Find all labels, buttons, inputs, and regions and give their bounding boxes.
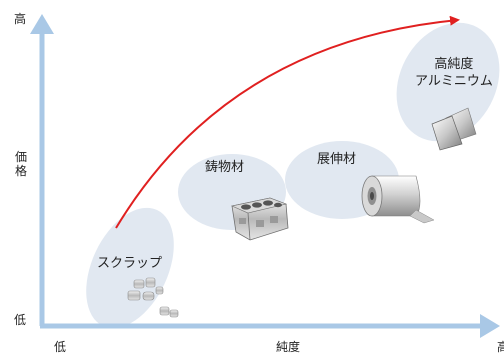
x-axis-title: 純度 xyxy=(276,340,301,354)
aluminum-sheet-plates-icon xyxy=(431,107,477,151)
stage-label-high-purity: 高純度 アルミニウム xyxy=(415,57,493,89)
x-axis-low-label: 低 xyxy=(54,340,67,354)
y-axis xyxy=(30,14,54,326)
aluminum-foil-roll-icon xyxy=(361,175,435,224)
stage-label-wrought: 展伸材 xyxy=(317,152,357,167)
stage-ellipse-high-purity xyxy=(396,22,500,142)
x-axis xyxy=(40,314,500,338)
y-axis-high-label: 高 xyxy=(14,12,27,26)
scrap-metal-pieces-icon xyxy=(127,277,179,318)
y-axis-low-label: 低 xyxy=(14,313,27,327)
y-axis-title: 価格 xyxy=(14,150,27,178)
stage-label-scrap: スクラップ xyxy=(97,256,163,271)
stage-label-casting: 鋳物材 xyxy=(205,160,245,175)
x-axis-high-label: 高 xyxy=(497,340,504,354)
engine-block-casting-icon xyxy=(231,197,289,241)
trend-arrow xyxy=(115,15,460,229)
